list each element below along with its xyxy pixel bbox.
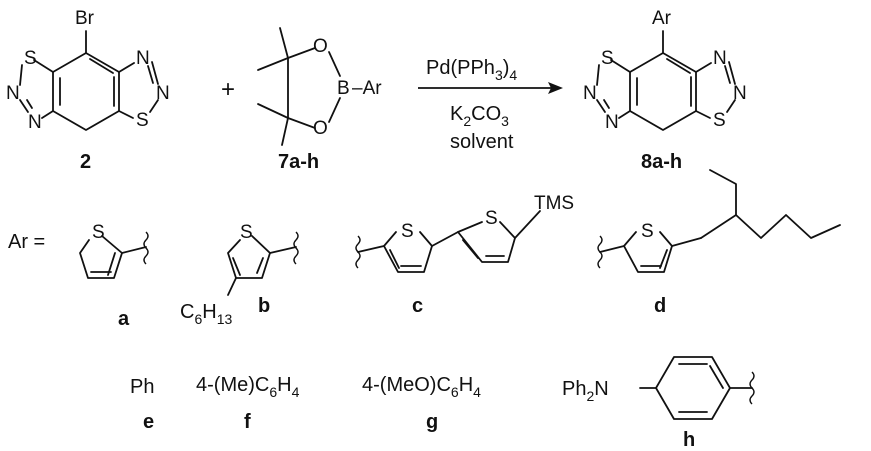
atom-s: S xyxy=(641,221,654,242)
substituent-g-label: g xyxy=(426,411,438,433)
reactant-label: 2 xyxy=(80,151,91,173)
substituent-f-formula: 4-(Me)C6H4 xyxy=(196,374,300,400)
product-aryl-atom: Ar xyxy=(652,8,672,29)
substituent-e-formula: Ph xyxy=(130,376,154,398)
reactant-bromo-bis-thiadiazole: Br S N N N N S xyxy=(6,8,170,133)
atom-s: S xyxy=(240,222,253,243)
atom-n: N xyxy=(583,83,597,104)
substituent-h-label: h xyxy=(683,429,695,451)
atom-n: N xyxy=(605,112,619,133)
atom-n: N xyxy=(136,48,150,69)
atom-s: S xyxy=(401,221,414,242)
catalyst-text: Pd(PPh3)4 xyxy=(426,57,517,83)
atom-s: S xyxy=(136,110,149,131)
atom-s: S xyxy=(713,110,726,131)
tms-group: TMS xyxy=(534,193,574,214)
base-text: K2CO3 xyxy=(450,103,509,129)
aryl-group: –Ar xyxy=(352,78,382,99)
ar-equals-label: Ar = xyxy=(8,231,45,253)
substituent-c-label: c xyxy=(412,295,423,317)
product-label: 8a-h xyxy=(641,151,682,173)
boronate-label: 7a-h xyxy=(278,151,319,173)
atom-s: S xyxy=(24,48,37,69)
substituent-c-tms-bithienyl: S S TMS xyxy=(355,193,574,273)
boron-atom: B xyxy=(337,78,350,99)
plus-sign: + xyxy=(221,76,235,103)
substituent-b-label: b xyxy=(258,295,270,317)
atom-s: S xyxy=(92,222,105,243)
atom-s: S xyxy=(601,48,614,69)
substituent-a-label: a xyxy=(118,308,130,330)
atom-n: N xyxy=(28,112,42,133)
atom-n: N xyxy=(733,83,747,104)
reaction-arrow xyxy=(418,82,563,94)
substituent-g-formula: 4-(MeO)C6H4 xyxy=(362,374,481,400)
substituent-f-label: f xyxy=(244,411,251,433)
atom-n: N xyxy=(713,48,727,69)
atom-s: S xyxy=(485,208,498,229)
substituent-h-diphenylaminophenyl: Ph2N xyxy=(562,356,755,420)
substituent-e-label: e xyxy=(143,411,154,433)
substituent-a-thienyl: S xyxy=(79,222,149,279)
substituent-b-hexyl: C6H13 xyxy=(180,301,232,327)
product-aryl-bis-thiadiazole: Ar S N N N N S xyxy=(583,8,747,133)
atom-n: N xyxy=(6,83,20,104)
reactant-pinacol-boronate: O O B –Ar xyxy=(257,27,382,146)
substituent-d-ethylhexylthienyl: S xyxy=(597,169,841,273)
atom-n: N xyxy=(156,83,170,104)
substituent-d-label: d xyxy=(654,295,666,317)
bromo-atom: Br xyxy=(75,8,95,29)
atom-o: O xyxy=(313,118,328,139)
substituent-b-hexylthienyl: S xyxy=(227,222,299,296)
atom-o: O xyxy=(313,36,328,57)
substituent-h-amine: Ph2N xyxy=(562,378,609,404)
solvent-text: solvent xyxy=(450,131,514,153)
